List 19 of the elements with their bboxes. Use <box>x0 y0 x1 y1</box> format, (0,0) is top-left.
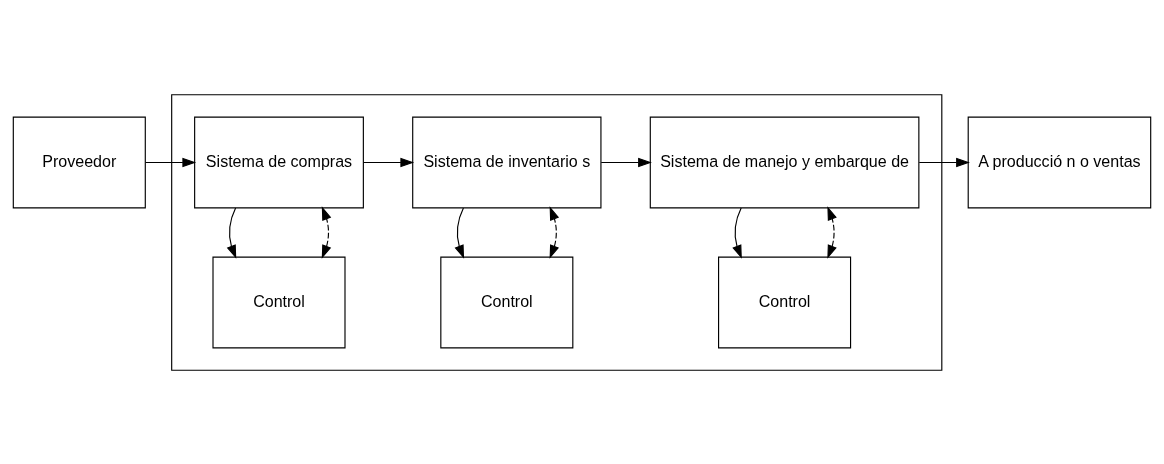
node-box: Control <box>440 256 574 348</box>
node-box: Sistema de compras <box>194 116 364 208</box>
arrow <box>918 157 970 167</box>
arrow <box>827 205 837 259</box>
arrow <box>600 157 652 167</box>
arrow <box>226 206 237 259</box>
node-box: Sistema de inventario s <box>412 116 602 208</box>
arrow <box>454 206 465 259</box>
node-box: A producció n o ventas <box>967 116 1152 208</box>
arrow <box>321 205 332 259</box>
node-box: Sistema de manejo y embarque de <box>649 116 920 208</box>
arrow <box>732 206 742 259</box>
node-box: Control <box>212 256 346 348</box>
node-box: Control <box>718 256 852 348</box>
arrow <box>145 157 197 167</box>
cluster <box>171 93 943 371</box>
arrow <box>549 205 560 259</box>
arrow <box>362 157 415 167</box>
node-box: Proveedor <box>12 116 146 208</box>
